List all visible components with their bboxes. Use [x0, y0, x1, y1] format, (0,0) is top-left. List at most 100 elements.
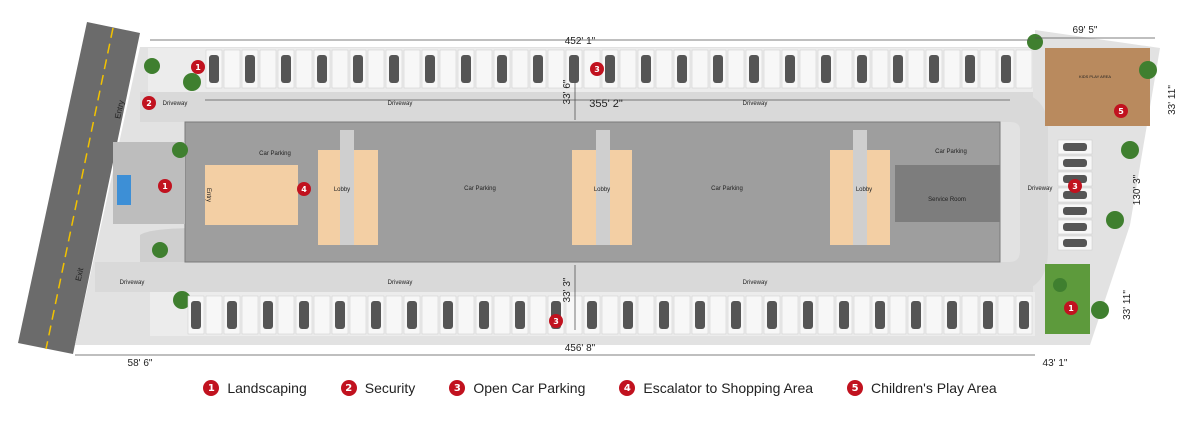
parking-stall	[277, 295, 295, 335]
parking-stall	[925, 295, 943, 335]
car	[875, 301, 885, 329]
parking-stall	[673, 295, 691, 335]
car	[1063, 159, 1087, 167]
parking-stall	[547, 49, 565, 89]
car	[335, 301, 345, 329]
legend-label: Children's Play Area	[871, 380, 997, 396]
car	[641, 55, 651, 83]
parking-stalls-right	[1057, 139, 1093, 251]
driveway-label: Driveway	[388, 280, 413, 286]
driveway-label: Driveway	[120, 280, 145, 286]
car	[659, 301, 669, 329]
car	[803, 301, 813, 329]
legend-badge: 2	[340, 380, 357, 396]
legend-item: 4 Escalator to Shopping Area	[619, 380, 813, 396]
car	[1063, 143, 1087, 151]
car	[1063, 239, 1087, 247]
car	[317, 55, 327, 83]
parking-stall	[421, 295, 439, 335]
parking-stall	[997, 295, 1015, 335]
driveway-label: Driveway	[388, 101, 413, 107]
car	[1001, 55, 1011, 83]
car	[947, 301, 957, 329]
car	[929, 55, 939, 83]
car	[389, 55, 399, 83]
parking-stalls-bottom	[187, 295, 1033, 335]
car	[605, 55, 615, 83]
parking-stall	[619, 49, 637, 89]
car	[263, 301, 273, 329]
car-parking-label: Car Parking	[464, 186, 496, 192]
lobby-label: Lobby	[334, 187, 350, 193]
legend-badge: 4	[619, 380, 636, 396]
legend-item: 5 Children's Play Area	[847, 380, 997, 396]
legend-label: Escalator to Shopping Area	[643, 380, 814, 396]
car	[749, 55, 759, 83]
road-exit-label: Exit	[74, 266, 86, 282]
parking-stall	[403, 49, 421, 89]
parking-stall	[295, 49, 313, 89]
road-centerline	[45, 27, 114, 350]
car	[479, 301, 489, 329]
parking-stall	[475, 49, 493, 89]
site-plan: 452' 1" 69' 5" 33' 11" 130' 3" 33' 11" 3…	[18, 22, 1178, 369]
parking-stall	[691, 49, 709, 89]
marker-number: 1	[195, 63, 201, 72]
road-entry-label: Entry	[113, 99, 126, 119]
parking-stall	[511, 49, 529, 89]
parking-stall	[223, 49, 241, 89]
trees	[144, 34, 1157, 319]
car	[533, 55, 543, 83]
car	[425, 55, 435, 83]
car	[623, 301, 633, 329]
parking-stall	[331, 49, 349, 89]
car	[353, 55, 363, 83]
dim-bottom-right: 43' 1"	[1043, 358, 1068, 369]
slab-cutout-2	[596, 130, 610, 245]
parking-stall	[439, 49, 457, 89]
dim-bottom: 456' 8"	[565, 343, 596, 354]
parking-stall	[601, 295, 619, 335]
parking-stall	[205, 295, 223, 335]
car-parking-label: Car Parking	[259, 151, 291, 157]
car	[299, 301, 309, 329]
dim-right-mid: 130' 3"	[1132, 174, 1143, 205]
legend-badge: 1	[203, 380, 220, 396]
legend-badge: 5	[847, 380, 864, 396]
parking-stalls-top	[205, 49, 1033, 89]
legend-item: 2 Security	[340, 380, 416, 396]
marker-badge	[297, 182, 311, 196]
marker-number: 1	[162, 182, 168, 191]
legend-label: Security	[364, 380, 416, 396]
parking-stall	[313, 295, 331, 335]
parking-stall	[1015, 49, 1033, 89]
car	[1063, 191, 1087, 199]
car	[695, 301, 705, 329]
parking-stall	[799, 49, 817, 89]
marker-number: 3	[1072, 182, 1078, 191]
car-parking-label: Car Parking	[935, 149, 967, 155]
car	[587, 301, 597, 329]
parking-stall	[349, 295, 367, 335]
driveway-right	[1010, 92, 1048, 292]
parking-stall	[817, 295, 835, 335]
car	[461, 55, 471, 83]
entry-label: Entry	[205, 188, 211, 202]
car	[281, 55, 291, 83]
car	[443, 301, 453, 329]
service-room	[895, 165, 1000, 222]
driveway-label: Driveway	[163, 101, 188, 107]
car	[191, 301, 201, 329]
driveway-label: Driveway	[1028, 186, 1053, 192]
parking-stall	[961, 295, 979, 335]
parking-stall	[889, 295, 907, 335]
parking-stall	[637, 295, 655, 335]
parking-stall	[763, 49, 781, 89]
car	[857, 55, 867, 83]
car	[731, 301, 741, 329]
marker-number: 5	[1118, 107, 1124, 116]
dim-bottom-left: 58' 6"	[128, 358, 153, 369]
